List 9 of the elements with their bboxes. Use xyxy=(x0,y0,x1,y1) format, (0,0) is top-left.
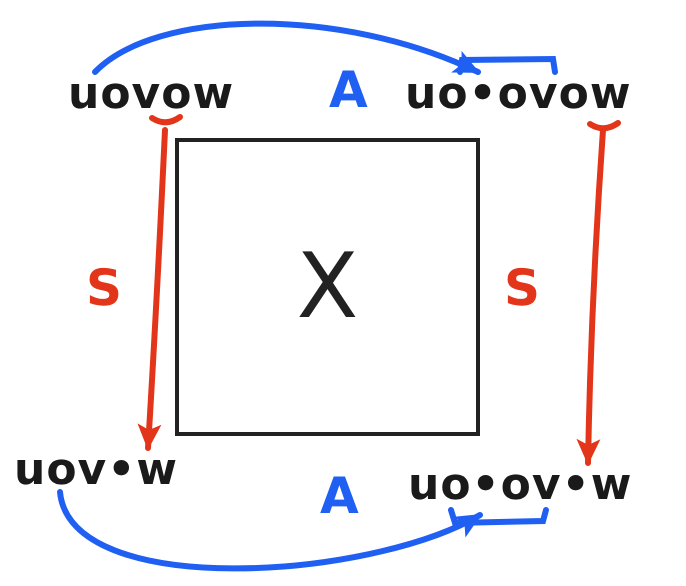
square-box xyxy=(175,138,480,436)
word-label: uo•ovow xyxy=(405,72,632,116)
word-label: uov•w xyxy=(14,448,178,492)
arrow xyxy=(137,127,168,451)
arrow xyxy=(57,489,483,572)
arrow xyxy=(92,20,481,75)
word-label: uo•ov•w xyxy=(408,463,632,507)
cross-label: X xyxy=(296,242,360,332)
word-label: uovow xyxy=(68,72,234,116)
